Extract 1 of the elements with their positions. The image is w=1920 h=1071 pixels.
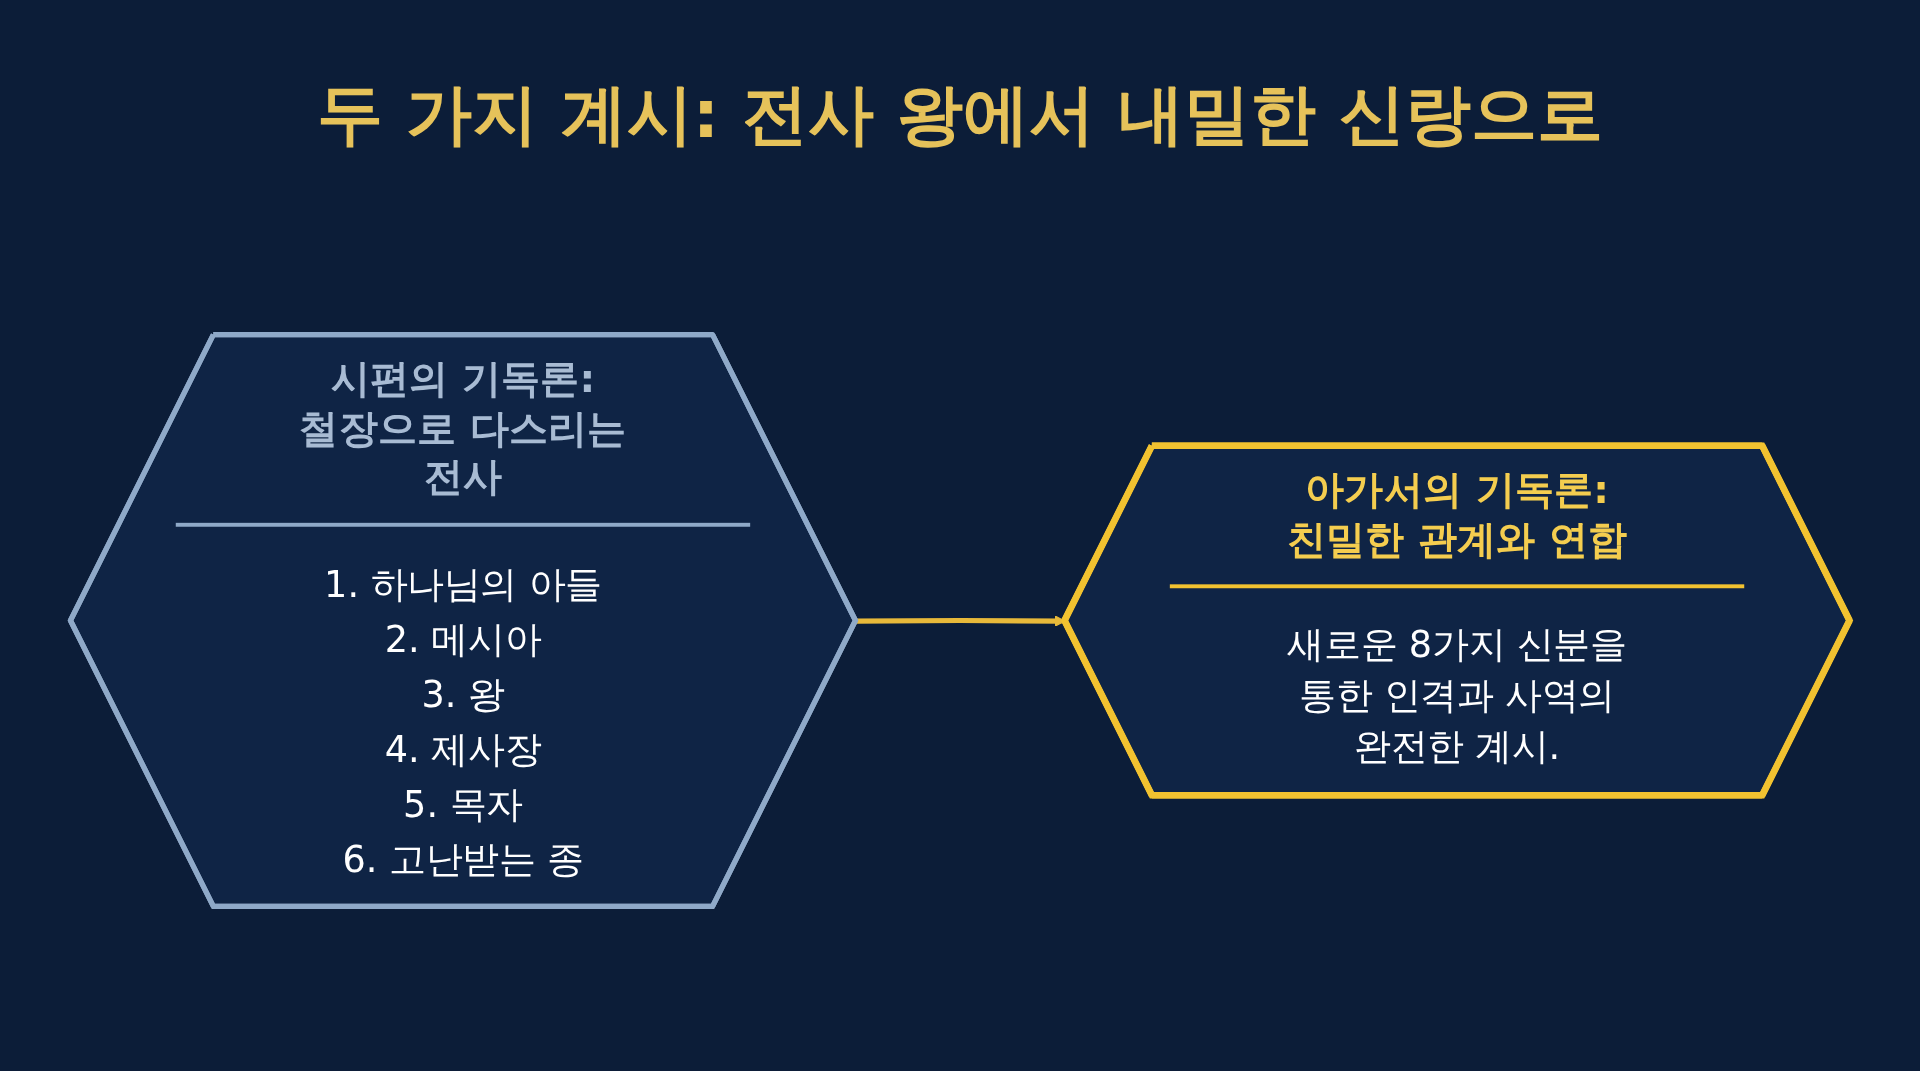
diagram-title: 두 가지 계시: 전사 왕에서 내밀한 신랑으로 — [316, 76, 1604, 153]
